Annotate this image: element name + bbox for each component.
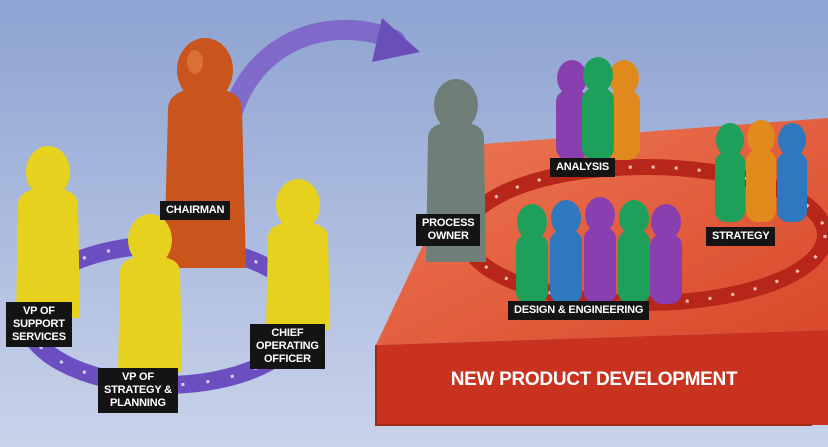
label-vp-support: VP OF SUPPORT SERVICES [6,302,72,347]
strategy-team [715,120,807,222]
label-strategy: STRATEGY [706,227,776,246]
figure-chairman [164,38,246,268]
figure-vp-support [16,146,80,318]
label-chairman: CHAIRMAN [160,201,231,220]
label-vp-strategy: VP OF STRATEGY & PLANNING [98,368,178,413]
banner-new-product-development: NEW PRODUCT DEVELOPMENT [450,369,738,390]
label-coo: CHIEF OPERATING OFFICER [250,324,325,369]
label-process-owner: PROCESS OWNER [416,214,481,246]
figure-vp-strategy [118,214,182,372]
label-analysis: ANALYSIS [550,158,616,177]
analysis-team [556,57,640,160]
figure-coo [266,179,330,330]
design-team [516,197,682,304]
label-design-engineering: DESIGN & ENGINEERING [508,301,650,320]
